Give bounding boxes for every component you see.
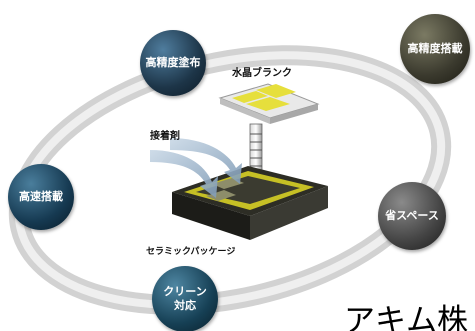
feature-circle-precision-coating: 高精度塗布 (140, 30, 206, 96)
feature-label-high-speed: 高速搭載 (19, 190, 63, 203)
feature-circle-space-saving: 省スペース (378, 182, 446, 250)
page-title: アキム株 (344, 303, 468, 331)
adhesive-label: 接着剤 (150, 131, 180, 142)
ceramic-package-label: セラミックパッケージ (146, 247, 236, 257)
ceramic-package-illustration (172, 166, 328, 240)
feature-circle-high-speed: 高速搭載 (8, 164, 74, 230)
crystal-blank-label: 水晶ブランク (232, 68, 292, 79)
feature-label-space-saving: 省スペース (385, 209, 439, 222)
feature-circle-clean: クリーン 対応 (152, 266, 218, 331)
feature-label-precision-mounting: 高精度搭載 (407, 42, 463, 55)
feature-label-clean-line2: 対応 (173, 299, 196, 312)
crystal-blank-illustration (218, 83, 320, 124)
feature-circle-precision-mounting: 高精度搭載 (400, 14, 470, 84)
feature-label-clean-line1: クリーン (163, 285, 207, 298)
feature-label-precision-coating: 高精度塗布 (145, 56, 201, 69)
adhesive-arrows (150, 138, 242, 198)
